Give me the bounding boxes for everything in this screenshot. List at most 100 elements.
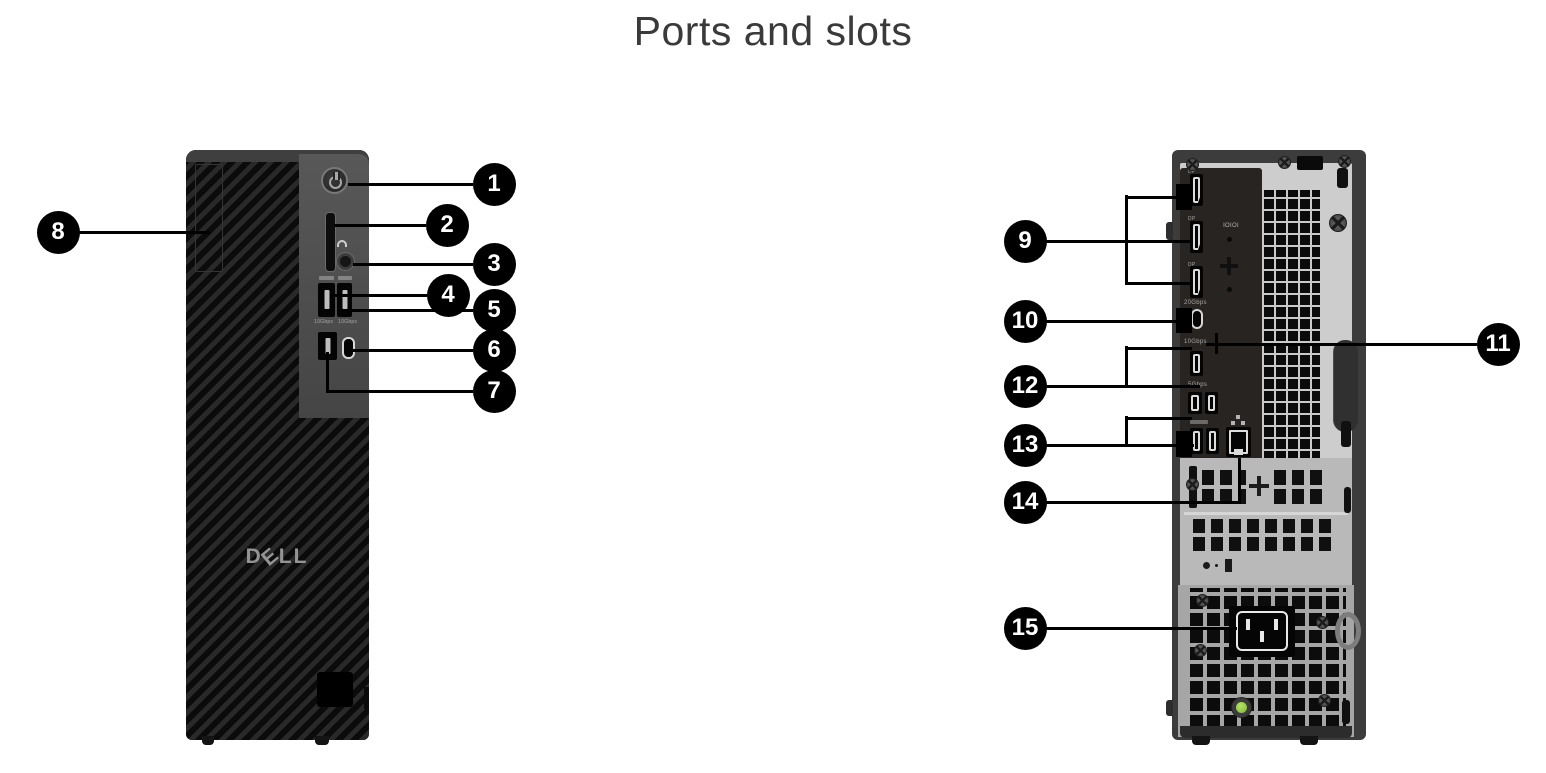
leader-line-14 [1046,500,1241,504]
screw [1338,155,1351,168]
screw [1318,694,1331,707]
front-foot-right [315,736,329,745]
slot-vent-row [1193,537,1331,551]
serial-screw-hole [1227,237,1232,242]
usb-c-20gbps-label: 20Gbps [1184,300,1207,306]
usb-a-5gbps-port-2 [1205,392,1218,414]
screw-hole [1215,564,1218,567]
rear-slot [1337,168,1348,188]
leader-line-9 [1046,239,1190,243]
callout-9: 9 [1003,219,1047,263]
rear-slot [1341,421,1351,447]
page-title: Ports and slots [633,8,913,54]
front-foot-left [202,736,214,745]
screw [1186,478,1199,491]
displayport-icon: DP [1188,169,1196,175]
chassis-handle [1333,340,1358,432]
security-slot [1225,559,1232,572]
screw [1194,644,1207,657]
usb-a-10gbps-label: 10Gbps [1184,339,1207,345]
usb-c-port-front [342,337,355,359]
callout-15: 15 [1003,606,1047,650]
leader-line-6 [353,348,473,352]
callout-10: 10 [1003,299,1047,343]
leader-line-13-bracket [1125,416,1128,446]
leader-line-7-vertical [325,352,329,391]
slot-divider [1184,512,1348,515]
padlock-loop [1335,612,1361,650]
power-connector-outline [1236,611,1288,651]
front-tower: 10Gbps 10Gbps DELL [186,150,369,745]
leader-line-14-vertical [1238,458,1241,503]
leader-line-12-top [1125,346,1192,350]
callout-6: 6 [472,328,516,372]
power-pin [1260,631,1264,642]
leader-line-15 [1046,626,1237,630]
power-icon-bar [333,172,340,180]
release-latch [1297,156,1323,170]
callout-5: 5 [472,288,516,332]
usb-10gbps-label: 10Gbps [314,319,334,325]
front-tower-body: 10Gbps 10Gbps DELL [186,150,369,740]
option-port-cross [1215,333,1218,354]
psu-led-ring [1231,697,1252,718]
slot-screw-plate [1246,468,1272,504]
power-pin [1246,619,1250,630]
screw [1196,594,1209,607]
screw [1278,156,1291,169]
callout-3: 3 [472,242,516,286]
side-nub [1166,222,1173,240]
callout-11: 11 [1476,322,1520,366]
leader-line-9-bottom [1125,281,1190,285]
screw [1186,158,1199,171]
leader-line-12-bracket [1125,346,1128,387]
back-tower: DP DP DP IOIOI 20Gbps 10Gbps 5Gbps [1166,150,1366,745]
usb-2-icon [1190,420,1208,424]
leader-line-1 [348,182,473,186]
callout-1: 1 [472,162,516,206]
callout-4: 4 [426,273,470,317]
callout-13: 13 [1003,423,1047,467]
optical-drive-bay-outline [195,164,223,272]
leader-line-12 [1046,384,1200,388]
callout-12: 12 [1003,364,1047,408]
usb-2-icon [319,276,334,280]
leader-line-10 [1046,319,1190,323]
displayport-3 [1190,266,1203,298]
leader-stub [1176,431,1192,457]
usb-c-20gbps-port [1191,309,1203,329]
network-icon [1236,415,1240,419]
dell-logo-ll: LL [278,545,309,568]
expansion-slot-area [1180,458,1352,585]
padlock-ring [1203,562,1210,569]
power-pin [1274,619,1278,630]
side-nub [1166,700,1173,716]
psu-diagnostic-led [1236,702,1247,713]
leader-line-9-bracket [1125,195,1128,284]
back-foot-left [1192,736,1210,745]
headset-jack [337,253,354,270]
screw [1316,616,1329,629]
dell-logo: DELL [244,543,310,571]
slot-vent-row [1193,519,1331,533]
thumbscrew [1329,214,1347,232]
callout-7: 7 [472,369,516,413]
callout-2: 2 [425,203,469,247]
displayport-2 [1190,221,1203,253]
leader-line-4 [331,293,427,297]
leader-line-2 [334,223,426,227]
leader-stub [1176,308,1192,333]
usb-a-port-front-2 [337,283,352,317]
back-vent-grid [1262,190,1320,475]
headset-icon [337,240,347,247]
usb-a-5gbps-port-1 [1188,392,1202,414]
leader-line-5 [347,308,473,312]
leader-stub [1176,184,1192,210]
usb-2-port-2 [1206,428,1219,454]
displayport-icon: DP [1188,216,1196,222]
leader-line-9-top [1125,195,1190,199]
power-connector [1229,606,1295,657]
usb-2-powershare-icon [338,276,352,280]
side-tab [364,687,369,709]
